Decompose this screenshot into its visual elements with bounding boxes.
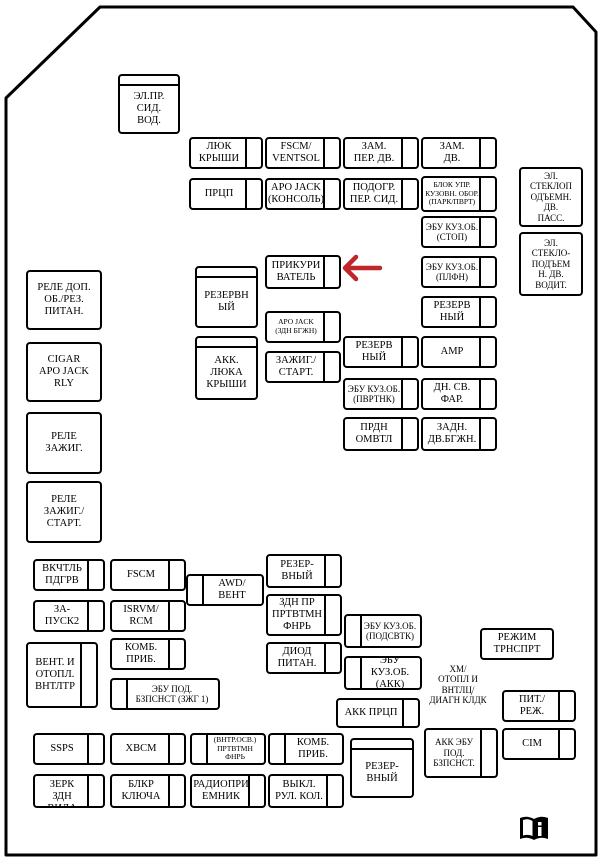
fuse-bcm-interior-trailer[interactable]: ЭБУ КУЗ.ОБ. (ВНТР.ОСВ.) ПРТВТМН ФНРЬ ПРИ… bbox=[190, 733, 266, 765]
fuse-transport-mode[interactable]: РЕЖИМ ТРНСПРТ bbox=[480, 628, 554, 660]
fuse-window-driver[interactable]: ЭЛ. СТЕКЛО- ПОДЪЕМ Н. ДВ. ВОДИТ. bbox=[519, 232, 583, 296]
fuse-trailer-acc[interactable]: АКК ПРЦП bbox=[336, 698, 420, 728]
fuse-front-door-lock[interactable]: ЗАМ. ПЕР. ДВ. bbox=[343, 137, 419, 169]
fuse-reserve-1[interactable]: РЕЗЕРВН ЫЙ bbox=[195, 266, 258, 328]
fuse-mirror-heater[interactable]: НРЖН ЗЕРК ЗДН ВИДА bbox=[33, 774, 105, 808]
relay-ignition-start[interactable]: РЕЛЕ ЗАЖИГ./ СТАРТ. bbox=[26, 481, 102, 543]
fuse-radio[interactable]: РАДИОПРИ ЕМНИК bbox=[190, 774, 266, 808]
fuse-front-washer[interactable]: ПРДН ОМВТЛ bbox=[343, 417, 419, 451]
fuse-bcm-backlight[interactable]: ЭБУ КУЗ.ОБ. (ПОДСВТК) bbox=[344, 614, 422, 648]
fuse-trailer[interactable]: ПРЦП bbox=[189, 178, 263, 210]
fuse-window-passenger[interactable]: ЭЛ. СТЕКЛОП ОДЪЕМН. ДВ. ПАСС. bbox=[519, 167, 583, 227]
fuse-door-lock[interactable]: ЗАМ. ДВ. bbox=[421, 137, 497, 169]
fuse-isrvm-rcm[interactable]: ISRVM/ RCM bbox=[110, 600, 186, 632]
fuse-ssps[interactable]: SSPS bbox=[33, 733, 105, 765]
fuse-sunroof-battery[interactable]: АКК. ЛЮКА КРЫШИ bbox=[195, 336, 258, 400]
fuse-power-mode[interactable]: ПИТ./ РЕЖ. bbox=[502, 690, 576, 722]
fuse-amp[interactable]: AMP bbox=[421, 336, 497, 368]
relay-ignition[interactable]: РЕЛЕ ЗАЖИГ. bbox=[26, 412, 102, 474]
fuse-instrument-cluster-2[interactable]: КОМБ. ПРИБ. bbox=[268, 733, 344, 765]
fuse-ignition-start[interactable]: ЗАЖИГ./ СТАРТ. bbox=[265, 351, 341, 383]
fuse-tailgate[interactable]: ЗАДН. ДВ.БГЖН. bbox=[421, 417, 497, 451]
fuse-awd-vent[interactable]: AWD/ ВЕНТ bbox=[186, 574, 264, 606]
fuse-key-lock[interactable]: БЛКР КЛЮЧА bbox=[110, 774, 186, 808]
fuse-diode-power[interactable]: ДИОД ПИТАН. bbox=[266, 642, 342, 674]
fuse-safety-ecu-ign[interactable]: ЭБУ ПОД. БЗПСНСТ (ЗЖГ 1) bbox=[110, 678, 220, 710]
fuse-front-seat-heater[interactable]: ПОДОГР. ПЕР. СИД. bbox=[343, 178, 419, 210]
fuse-bcm-turn-signal[interactable]: ЭБУ КУЗ.ОБ. (ПВРТНК) bbox=[343, 378, 419, 410]
book-info-icon bbox=[520, 816, 548, 840]
fuse-cim[interactable]: CIM bbox=[502, 728, 576, 760]
fuse-apo-jack-console[interactable]: АРО JACK (КОНСОЛЬ) bbox=[265, 178, 341, 210]
fuse-reserve-2[interactable]: РЕЗЕРВ НЫЙ bbox=[421, 296, 497, 328]
fuse-reserve-3[interactable]: РЕЗЕРВ НЫЙ bbox=[343, 336, 419, 368]
arrow-left-icon bbox=[342, 254, 382, 282]
fuse-reserve-4[interactable]: РЕЗЕР- ВНЫЙ bbox=[266, 554, 342, 588]
fuse-hvac-blower[interactable]: ВЕНТ. И ОТОПЛ. ВНТЛТР bbox=[26, 642, 98, 708]
fuse-apo-jack-trunk[interactable]: АРО JACK (ЗДН БГЖН) bbox=[265, 311, 341, 343]
fuse-reserve-5[interactable]: РЕЗЕР- ВНЫЙ bbox=[350, 738, 414, 798]
fuse-sunroof[interactable]: ЛЮК КРЫШИ bbox=[189, 137, 263, 169]
fuse-fscm-ventsol[interactable]: FSCM/ VENTSOL bbox=[265, 137, 341, 169]
fuse-daytime-lights[interactable]: ДН. СВ. ФАР. bbox=[421, 378, 497, 410]
fuse-label-climate-diag: ХМ/ ОТОПЛ И ВНТЛЦ/ ДИАГН КЛДК bbox=[429, 664, 487, 706]
fuse-cigar-lighter[interactable]: ПРИКУРИ ВАТЕЛЬ bbox=[265, 255, 341, 289]
fuse-safety-ecu-acc[interactable]: АКК ЭБУ ПОД. БЗПСНСТ. bbox=[424, 728, 498, 778]
fuse-fscm[interactable]: FSCM bbox=[110, 559, 186, 591]
relay-cigar-apo-jack[interactable]: CIGAR APO JACK RLY bbox=[26, 342, 102, 402]
fuse-rear-fog-lamp[interactable]: ЗДН ПР ПРТВТМН ФНРЬ bbox=[266, 594, 342, 636]
fuse-instrument-cluster-1[interactable]: КОМБ. ПРИБ. bbox=[110, 638, 186, 670]
fuse-body-control-module[interactable]: БЛОК УПР. КУЗОВН. ОБОР. (ПАРК/ПВРТ) bbox=[421, 176, 497, 212]
fuse-hvsm[interactable]: ХВСМ bbox=[110, 733, 186, 765]
fuse-bcm-stop[interactable]: ЭБУ КУЗ.ОБ. (СТОП) bbox=[421, 216, 497, 248]
fuse-start-2[interactable]: ЗА- ПУСК2 bbox=[33, 600, 105, 632]
fuse-seat-power-driver[interactable]: ЭЛ.ПР. СИД. ВОД. bbox=[118, 74, 180, 134]
relay-aux-power[interactable]: РЕЛЕ ДОП. ОБ./РЕЗ. ПИТАН. bbox=[26, 270, 102, 330]
fuse-heater-switch[interactable]: ВКЧТЛЬ ПДГРВ bbox=[33, 559, 105, 591]
fuse-steering-column-switch[interactable]: ВЫКЛ. РУЛ. КОЛ. bbox=[268, 774, 344, 808]
fuse-bcm-acc[interactable]: ЭБУ КУЗ.ОБ. (АКК) bbox=[344, 656, 422, 690]
fuse-bcm-plfn[interactable]: ЭБУ КУЗ.ОБ. (ПЛФН) bbox=[421, 256, 497, 288]
